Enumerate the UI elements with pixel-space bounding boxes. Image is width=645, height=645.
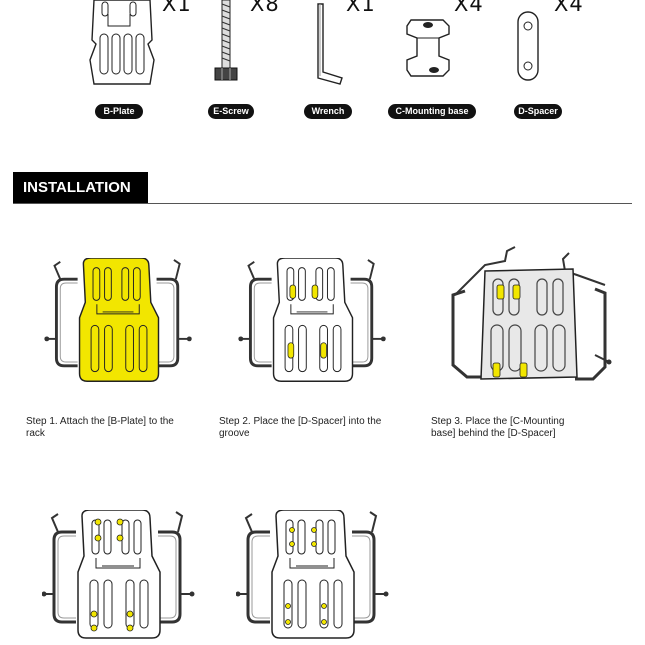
spacer-label: D-Spacer bbox=[514, 104, 562, 119]
step-2-illustration bbox=[236, 258, 388, 382]
screw-qty: X8 bbox=[250, 0, 280, 16]
step-1-illustration bbox=[42, 258, 194, 382]
step-2-text: Step 2. Place the [D-Spacer] into the gr… bbox=[219, 416, 381, 440]
b-plate-qty: X1 bbox=[162, 0, 192, 16]
step-2-line-2: groove bbox=[219, 428, 250, 439]
spacer-qty: X4 bbox=[554, 0, 584, 16]
wrench-qty: X1 bbox=[346, 0, 376, 16]
screw-label: E-Screw bbox=[208, 104, 254, 119]
step-1-line-2: rack bbox=[26, 428, 45, 439]
step-5-illustration bbox=[236, 510, 390, 639]
section-divider bbox=[13, 203, 632, 204]
wrench-icon bbox=[317, 3, 343, 85]
mounting-base-icon bbox=[406, 19, 450, 77]
step-3-text: Step 3. Place the [C-Mounting base] behi… bbox=[431, 416, 564, 440]
b-plate-label: B-Plate bbox=[95, 104, 143, 119]
wrench-label: Wrench bbox=[304, 104, 352, 119]
mounting-base-qty: X4 bbox=[454, 0, 484, 16]
mounting-base-label: C-Mounting base bbox=[388, 104, 476, 119]
step-3-line-1: Step 3. Place the [C-Mounting bbox=[431, 416, 565, 427]
spacer-icon bbox=[517, 11, 539, 81]
step-1-line-1: Step 1. Attach the [B-Plate] to the bbox=[26, 416, 174, 427]
step-3-line-2: base] behind the [D-Spacer] bbox=[431, 428, 556, 439]
step-1-text: Step 1. Attach the [B-Plate] to the rack bbox=[26, 416, 174, 440]
step-4-illustration bbox=[42, 510, 196, 639]
step-2-line-1: Step 2. Place the [D-Spacer] into the bbox=[219, 416, 382, 427]
b-plate-icon bbox=[89, 0, 155, 85]
installation-heading: INSTALLATION bbox=[13, 172, 148, 204]
step-3-illustration bbox=[451, 246, 612, 381]
screw-icon bbox=[214, 0, 238, 81]
